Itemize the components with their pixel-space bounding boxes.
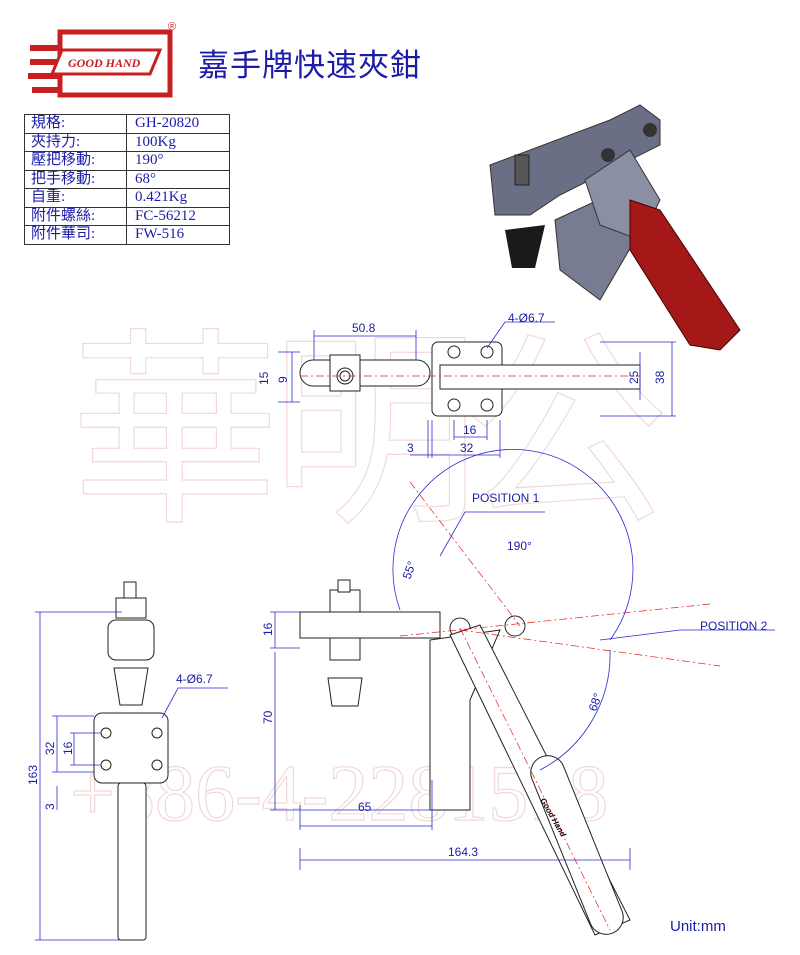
svg-text:®: ® [168, 21, 176, 33]
svg-text:16: 16 [261, 622, 275, 636]
spec-value: 0.421Kg [126, 188, 230, 208]
svg-text:38: 38 [653, 370, 667, 384]
table-row: 附件華司:FW-516 [24, 225, 230, 245]
svg-text:3: 3 [407, 441, 414, 455]
spec-value: 68° [126, 169, 230, 189]
spec-value: GH-20820 [126, 114, 230, 134]
svg-text:163: 163 [26, 765, 40, 785]
good-hand-logo: GOOD HAND ® [28, 21, 176, 98]
svg-text:15: 15 [257, 371, 271, 385]
unit-label: Unit:mm [670, 918, 726, 935]
table-row: 夾持力:100Kg [24, 132, 230, 152]
spec-value: 100Kg [126, 132, 230, 152]
spec-table: 規格:GH-20820 夾持力:100Kg 壓把移動:190° 把手移動:68°… [24, 114, 230, 245]
spec-label: 夾持力: [24, 132, 127, 152]
svg-text:190°: 190° [507, 539, 532, 553]
svg-text:32: 32 [460, 441, 474, 455]
svg-text:POSITION 2: POSITION 2 [700, 619, 768, 633]
spec-value: FC-56212 [126, 206, 230, 226]
svg-text:55°: 55° [400, 559, 419, 581]
svg-text:GOOD HAND: GOOD HAND [68, 56, 141, 70]
spec-label: 規格: [24, 114, 127, 134]
svg-text:70: 70 [261, 710, 275, 724]
spec-label: 附件華司: [24, 225, 127, 245]
svg-text:4-Ø6.7: 4-Ø6.7 [176, 672, 213, 686]
svg-text:9: 9 [276, 376, 290, 383]
front-view: 163 32 16 3 4-Ø6.7 [26, 581, 228, 941]
svg-text:164.3: 164.3 [448, 845, 478, 859]
svg-text:POSITION 1: POSITION 1 [472, 491, 540, 505]
svg-text:50.8: 50.8 [352, 321, 376, 335]
svg-text:16: 16 [463, 423, 477, 437]
page-title: 嘉手牌快速夾鉗 [198, 48, 422, 84]
table-row: 附件螺絲:FC-56212 [24, 206, 230, 226]
table-row: 規格:GH-20820 [24, 114, 230, 134]
svg-text:65: 65 [358, 800, 372, 814]
svg-text:3: 3 [43, 803, 57, 810]
clamp-3d-render [489, 104, 741, 351]
svg-text:華: 華 [70, 319, 280, 551]
table-row: 把手移動:68° [24, 169, 230, 189]
spec-label: 自重: [24, 188, 127, 208]
spec-value: FW-516 [126, 225, 230, 245]
svg-text:32: 32 [43, 741, 57, 755]
svg-text:16: 16 [61, 741, 75, 755]
table-row: 壓把移動:190° [24, 151, 230, 171]
side-view: Good Hand POSITION 1 POSITION 2 190° 55°… [261, 449, 775, 936]
spec-label: 附件螺絲: [24, 206, 127, 226]
table-row: 自重:0.421Kg [24, 188, 230, 208]
spec-label: 把手移動: [24, 169, 127, 189]
svg-text:25: 25 [627, 370, 641, 384]
top-view: 50.8 4-Ø6.7 15 9 25 38 16 3 32 [257, 311, 676, 458]
spec-label: 壓把移動: [24, 151, 127, 171]
spec-value: 190° [126, 151, 230, 171]
svg-text:68°: 68° [586, 691, 605, 713]
svg-text:4-Ø6.7: 4-Ø6.7 [508, 311, 545, 325]
